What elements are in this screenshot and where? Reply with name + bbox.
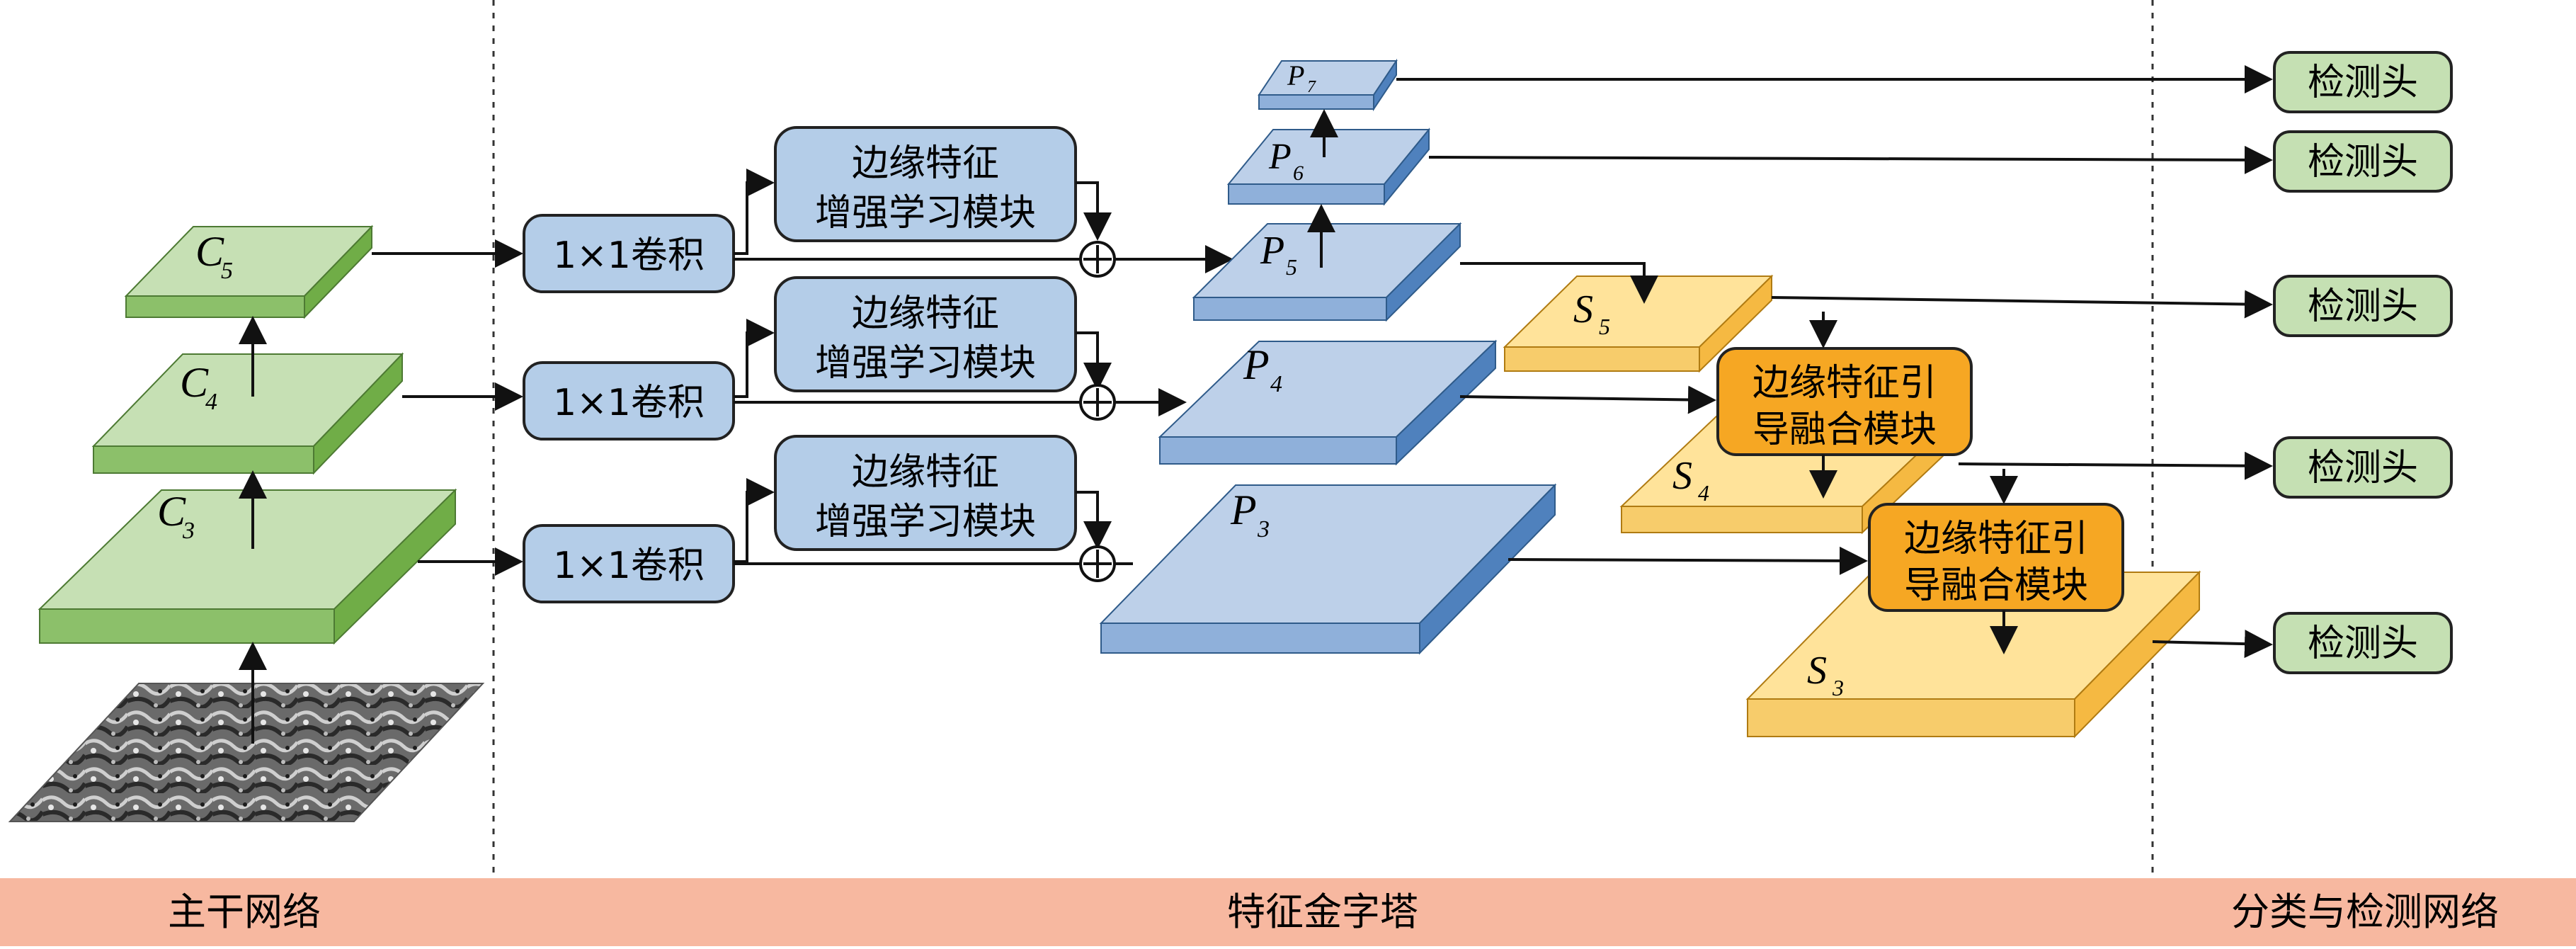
svg-text:S: S: [1807, 649, 1827, 693]
svg-text:边缘特征引: 边缘特征引: [1753, 362, 1937, 404]
c4-letter: C: [180, 359, 209, 406]
svg-text:检测头: 检测头: [2308, 141, 2418, 183]
layer-s5: S 5: [1503, 274, 1774, 373]
svg-text:3: 3: [1832, 675, 1844, 700]
svg-text:5: 5: [1286, 254, 1297, 280]
svg-text:7: 7: [1307, 78, 1316, 96]
detect-head-1: 检测头: [2273, 51, 2453, 113]
layer-c4: C 4: [91, 352, 404, 475]
conv-box-bot: 1×1卷积: [523, 524, 735, 603]
conv-bot-label: 1×1卷积: [553, 545, 705, 587]
edge-enhance-module-bot: 边缘特征 增强学习模块: [774, 435, 1077, 551]
input-image: [8, 683, 485, 822]
svg-text:增强学习模块: 增强学习模块: [815, 192, 1036, 234]
detect-head-2: 检测头: [2273, 130, 2453, 193]
edge-enhance-module-mid: 边缘特征 增强学习模块: [774, 276, 1077, 392]
layer-p4: P 4: [1158, 339, 1498, 466]
detect-head-5: 检测头: [2273, 612, 2453, 674]
svg-text:6: 6: [1293, 161, 1304, 185]
detect-head-4: 检测头: [2273, 436, 2453, 499]
conv-box-top: 1×1卷积: [523, 214, 735, 293]
svg-text:P: P: [1243, 341, 1270, 388]
edge-guide-module-top: 边缘特征引 导融合模块: [1716, 347, 1973, 456]
layer-p6: P 6: [1226, 127, 1431, 206]
svg-text:检测头: 检测头: [2308, 447, 2418, 489]
svg-text:检测头: 检测头: [2308, 62, 2418, 104]
svg-text:增强学习模块: 增强学习模块: [815, 501, 1036, 543]
c3-sub: 3: [182, 518, 195, 544]
layer-p3: P 3: [1099, 483, 1557, 655]
svg-text:增强学习模块: 增强学习模块: [815, 342, 1036, 385]
conv-top-label: 1×1卷积: [553, 234, 705, 277]
conv-connectors: [734, 169, 1112, 565]
svg-text:检测头: 检测头: [2308, 285, 2418, 328]
conv-box-mid: 1×1卷积: [523, 361, 735, 441]
svg-text:导融合模块: 导融合模块: [1753, 409, 1937, 451]
svg-text:S: S: [1672, 454, 1692, 498]
svg-text:4: 4: [1698, 480, 1709, 506]
section-band: [0, 878, 2576, 946]
section-pyramid-label: 特征金字塔: [1227, 890, 1418, 934]
svg-text:边缘特征: 边缘特征: [852, 451, 999, 494]
detect-head-3: 检测头: [2273, 275, 2453, 337]
p-up-arrows: [1307, 109, 1338, 268]
c3-letter: C: [157, 488, 186, 535]
svg-text:P: P: [1230, 487, 1257, 533]
section-backbone-label: 主干网络: [168, 890, 321, 934]
layer-c5: C 5: [124, 225, 374, 319]
fusion-arrows: [1459, 262, 2018, 654]
plus-to-p-arrows: [1115, 245, 1233, 565]
svg-text:边缘特征: 边缘特征: [852, 292, 999, 335]
svg-text:S: S: [1573, 288, 1593, 331]
layer-p5: P 5: [1192, 222, 1462, 322]
svg-text:P: P: [1268, 137, 1292, 177]
c-to-conv-arrows: [372, 239, 523, 576]
conv-mid-label: 1×1卷积: [553, 382, 705, 424]
c4-sub: 4: [205, 389, 217, 415]
layer-c3: C 3: [38, 488, 457, 645]
plus-bot: [1079, 545, 1116, 582]
svg-text:边缘特征: 边缘特征: [852, 142, 999, 185]
plus-mid: [1079, 384, 1116, 421]
section-head-label: 分类与检测网络: [2231, 890, 2499, 934]
layer-p7: P 7: [1258, 58, 1398, 112]
svg-text:P: P: [1260, 229, 1284, 273]
c5-sub: 5: [221, 258, 233, 284]
plus-top: [1079, 241, 1116, 278]
svg-text:4: 4: [1270, 371, 1282, 397]
svg-text:3: 3: [1257, 516, 1270, 542]
edge-enhance-module-top: 边缘特征 增强学习模块: [774, 126, 1077, 242]
svg-text:导融合模块: 导融合模块: [1904, 564, 2088, 607]
svg-text:5: 5: [1599, 314, 1610, 339]
c5-letter: C: [195, 228, 224, 275]
svg-text:P: P: [1287, 59, 1304, 91]
head-arrows: [1396, 65, 2273, 659]
edge-guide-module-bot: 边缘特征引 导融合模块: [1868, 503, 2124, 612]
svg-text:边缘特征引: 边缘特征引: [1904, 518, 2088, 560]
svg-text:检测头: 检测头: [2308, 623, 2418, 665]
